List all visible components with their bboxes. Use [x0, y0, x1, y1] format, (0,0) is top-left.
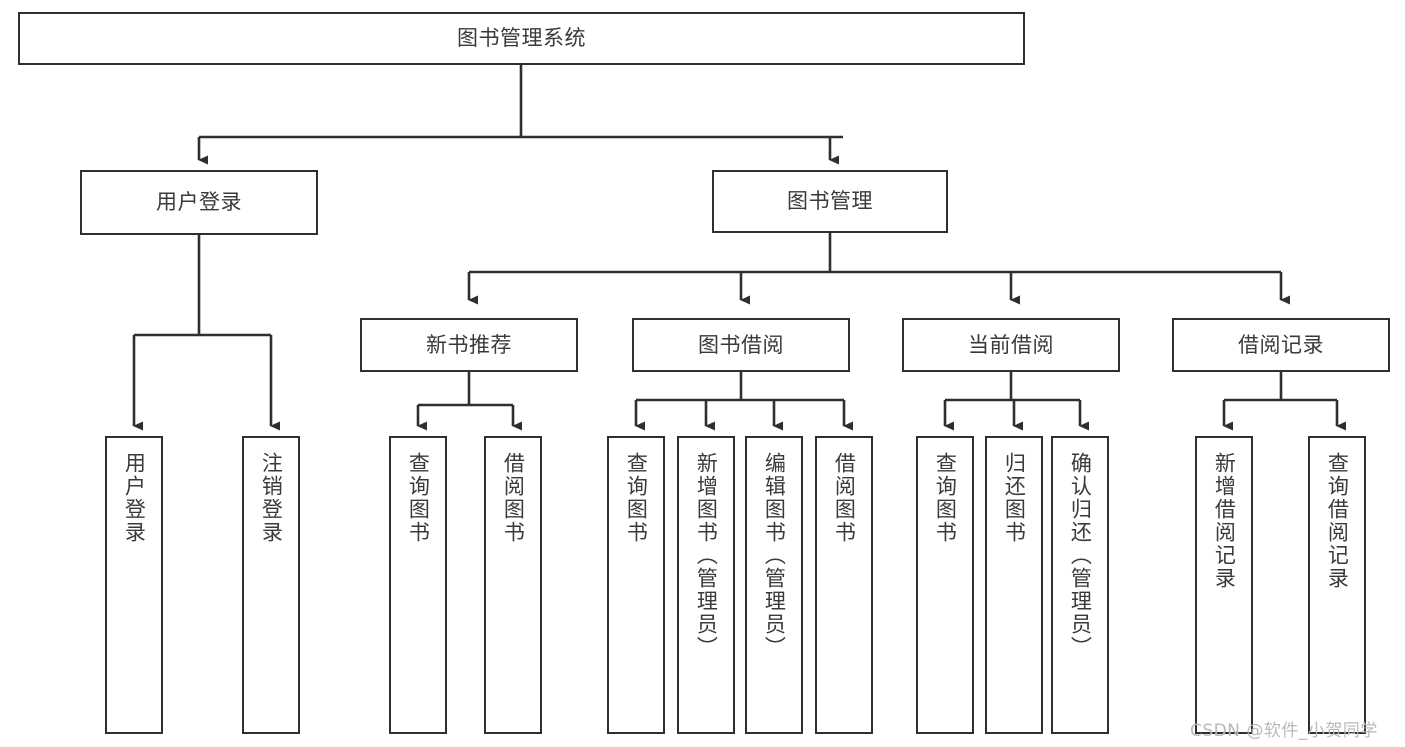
- node-leaf-query-borrow-record-label: 查询借阅记录: [1325, 452, 1350, 590]
- node-leaf-edit-book[interactable]: 编辑图书（管理员）: [745, 436, 803, 734]
- node-leaf-rec-query-book-label: 查询图书: [406, 452, 431, 544]
- node-user-login[interactable]: 用户登录: [80, 170, 318, 235]
- node-leaf-return-book[interactable]: 归还图书: [985, 436, 1043, 734]
- node-leaf-query-borrow-record[interactable]: 查询借阅记录: [1308, 436, 1366, 734]
- node-leaf-return-book-label: 归还图书: [1002, 452, 1027, 544]
- node-borrow-record[interactable]: 借阅记录: [1172, 318, 1390, 372]
- node-root-label: 图书管理系统: [457, 26, 586, 51]
- node-book-manage-label: 图书管理: [787, 189, 873, 214]
- node-leaf-rec-borrow-book-label: 借阅图书: [501, 452, 526, 544]
- node-leaf-edit-book-label: 编辑图书（管理员）: [762, 452, 787, 659]
- node-leaf-add-borrow-record[interactable]: 新增借阅记录: [1195, 436, 1253, 734]
- node-leaf-user-login-label: 用户登录: [122, 452, 147, 544]
- node-leaf-rec-query-book[interactable]: 查询图书: [389, 436, 447, 734]
- node-borrow-record-label: 借阅记录: [1238, 332, 1324, 357]
- node-root[interactable]: 图书管理系统: [18, 12, 1025, 65]
- node-book-borrow-label: 图书借阅: [698, 332, 784, 357]
- node-user-login-label: 用户登录: [156, 190, 242, 215]
- node-leaf-borrow-book-label: 借阅图书: [832, 452, 857, 544]
- node-book-borrow[interactable]: 图书借阅: [632, 318, 850, 372]
- node-leaf-borrow-query-book[interactable]: 查询图书: [607, 436, 665, 734]
- node-leaf-borrow-book[interactable]: 借阅图书: [815, 436, 873, 734]
- node-new-book-recommendation[interactable]: 新书推荐: [360, 318, 578, 372]
- node-leaf-current-query-book-label: 查询图书: [933, 452, 958, 544]
- node-leaf-user-login[interactable]: 用户登录: [105, 436, 163, 734]
- node-leaf-borrow-query-book-label: 查询图书: [624, 452, 649, 544]
- csdn-watermark: CSDN @软件_小贺同学: [1190, 721, 1378, 741]
- node-leaf-logout[interactable]: 注销登录: [242, 436, 300, 734]
- node-leaf-logout-label: 注销登录: [259, 452, 284, 544]
- node-leaf-rec-borrow-book[interactable]: 借阅图书: [484, 436, 542, 734]
- node-leaf-current-query-book[interactable]: 查询图书: [916, 436, 974, 734]
- node-leaf-confirm-return-label: 确认归还（管理员）: [1068, 452, 1093, 659]
- node-current-borrow-label: 当前借阅: [968, 332, 1054, 357]
- node-current-borrow[interactable]: 当前借阅: [902, 318, 1120, 372]
- node-leaf-add-book-label: 新增图书（管理员）: [694, 452, 719, 659]
- node-new-book-recommendation-label: 新书推荐: [426, 332, 512, 357]
- node-book-manage[interactable]: 图书管理: [712, 170, 948, 233]
- node-leaf-add-borrow-record-label: 新增借阅记录: [1212, 452, 1237, 590]
- node-leaf-confirm-return[interactable]: 确认归还（管理员）: [1051, 436, 1109, 734]
- node-leaf-add-book[interactable]: 新增图书（管理员）: [677, 436, 735, 734]
